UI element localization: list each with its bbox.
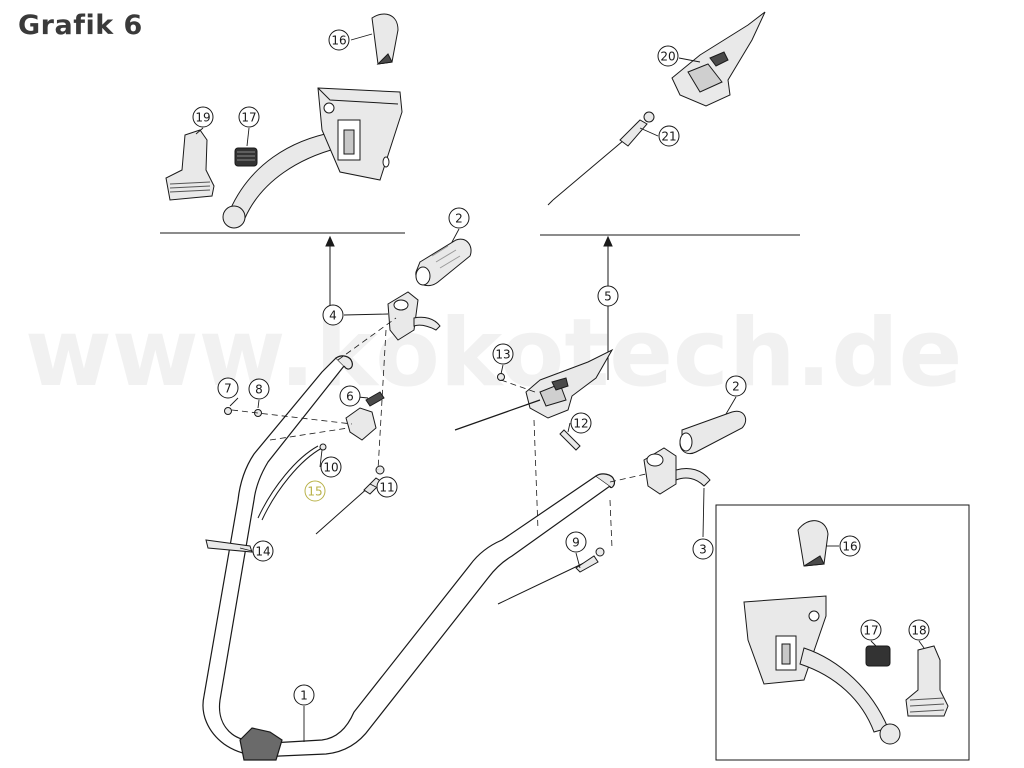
part-3-lever-right <box>643 447 711 495</box>
callout-circle <box>860 619 882 641</box>
part-13-nut <box>497 373 505 381</box>
callout-10: 10 <box>320 456 342 478</box>
callout-1: 1 <box>293 684 315 706</box>
callout-3: 3 <box>692 538 714 560</box>
callout-16: 16 <box>839 535 861 557</box>
callout-8: 8 <box>248 378 270 400</box>
callout-14: 14 <box>252 540 274 562</box>
callout-label: 7 <box>224 382 232 396</box>
callout-17: 17 <box>860 619 882 641</box>
callout-label: 16 <box>331 34 346 48</box>
callout-label: 17 <box>863 624 878 638</box>
callout-label: 20 <box>660 50 675 64</box>
callout-label: 18 <box>911 624 926 638</box>
part-5-throttle-lever-main <box>454 348 614 431</box>
callout-19: 19 <box>192 106 214 128</box>
callout-circle <box>238 106 260 128</box>
callout-circle <box>657 45 679 67</box>
callout-2: 2 <box>725 375 747 397</box>
callout-label: 10 <box>323 461 338 475</box>
callout-circle <box>192 106 214 128</box>
callout-label: 4 <box>329 309 337 323</box>
page-title: Grafik 6 <box>18 10 143 41</box>
callout-15: 15 <box>304 480 326 502</box>
callout-circle <box>597 285 619 307</box>
callout-17: 17 <box>238 106 260 128</box>
detail-left-pointer <box>160 232 405 305</box>
callout-circle <box>293 684 315 706</box>
callout-9: 9 <box>565 531 587 553</box>
callout-circle <box>908 619 930 641</box>
callout-11: 11 <box>376 476 398 498</box>
callout-label: 5 <box>604 290 612 304</box>
callout-20: 20 <box>657 45 679 67</box>
callout-label: 16 <box>842 540 857 554</box>
callout-label: 2 <box>732 380 740 394</box>
callout-circle <box>492 343 514 365</box>
callout-18: 18 <box>908 619 930 641</box>
callout-label: 19 <box>195 111 210 125</box>
callout-circle <box>328 29 350 51</box>
callout-label: 11 <box>379 481 394 495</box>
part-9-cable <box>497 547 605 605</box>
callout-12: 12 <box>570 412 592 434</box>
detail-left-lever <box>222 87 403 229</box>
callout-4: 4 <box>322 304 344 326</box>
callout-16: 16 <box>328 29 350 51</box>
callout-circle <box>570 412 592 434</box>
callout-6: 6 <box>339 385 361 407</box>
callout-circle <box>252 540 274 562</box>
callout-21: 21 <box>658 125 680 147</box>
part-1-handlebar <box>202 355 615 761</box>
callout-circle <box>658 125 680 147</box>
callout-label: 21 <box>661 130 676 144</box>
callout-circle <box>248 378 270 400</box>
part-16-clip-top <box>371 13 399 65</box>
part-12-screw <box>559 429 581 451</box>
part-14-clip <box>205 539 253 553</box>
callout-circle <box>725 375 747 397</box>
inset-detail-box <box>715 504 970 761</box>
callout-circle <box>320 456 342 478</box>
callout-5: 5 <box>597 285 619 307</box>
part-21-cable <box>547 111 655 206</box>
callout-label: 17 <box>241 111 256 125</box>
callout-label: 14 <box>255 545 270 559</box>
assembly-dash-lines <box>231 317 647 549</box>
callout-label: 6 <box>346 390 354 404</box>
callout-circle <box>565 531 587 553</box>
callout-circle <box>322 304 344 326</box>
callout-13: 13 <box>492 343 514 365</box>
callout-2: 2 <box>448 207 470 229</box>
part-7-8-bolts <box>224 407 262 417</box>
callout-circle <box>339 385 361 407</box>
part-10-cable <box>257 443 327 521</box>
callout-leaders <box>195 33 925 742</box>
callout-circle <box>839 535 861 557</box>
part-19-block <box>165 129 215 201</box>
callout-circle <box>376 476 398 498</box>
callout-label: 9 <box>572 536 580 550</box>
part-2-grip-left <box>415 238 472 287</box>
callout-label: 15 <box>307 485 322 499</box>
part-2-grip-right <box>679 410 747 454</box>
callout-label: 2 <box>455 212 463 226</box>
callout-label: 8 <box>255 383 263 397</box>
callout-circle <box>692 538 714 560</box>
callout-label: 1 <box>300 689 308 703</box>
part-20-throttle-lever <box>671 11 766 107</box>
callout-label: 12 <box>573 417 588 431</box>
callout-circle <box>217 377 239 399</box>
part-6-bracket <box>345 391 385 441</box>
callout-label: 3 <box>699 543 707 557</box>
callout-circle <box>304 480 326 502</box>
callout-circle <box>448 207 470 229</box>
part-17-spring-top <box>234 147 258 167</box>
callout-label: 13 <box>495 348 510 362</box>
callout-7: 7 <box>217 377 239 399</box>
part-4-lever-left <box>387 291 441 341</box>
